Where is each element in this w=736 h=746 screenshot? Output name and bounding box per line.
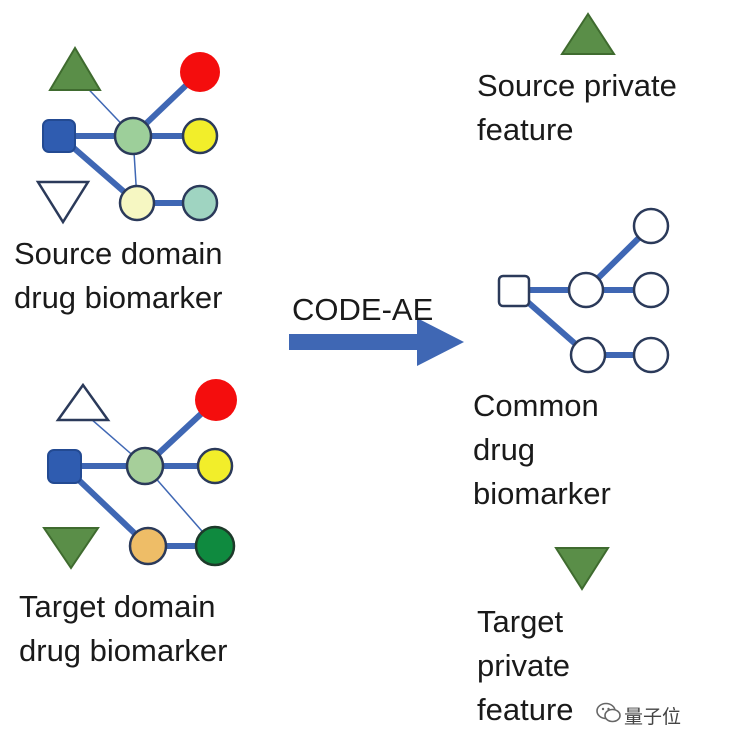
circle-node-outline (632, 336, 670, 374)
common-label: Common drug biomarker (473, 384, 611, 516)
target-domain-line2: drug biomarker (19, 633, 228, 668)
common-line3: biomarker (473, 476, 611, 511)
triangle-down-green-icon (42, 527, 100, 570)
circle-node-yellow (196, 447, 234, 485)
triangle-down-outline-icon (35, 180, 91, 225)
square-node-outline (497, 274, 531, 308)
square-node (47, 449, 82, 484)
circle-node-orange (128, 526, 168, 566)
circle-node-pale-yellow (118, 184, 156, 222)
target-private-label: Target private feature (477, 600, 574, 732)
circle-node-outline (632, 271, 670, 309)
circle-node-red (180, 52, 220, 92)
circle-node-outline (567, 271, 605, 309)
source-private-label: Source private feature (477, 64, 677, 152)
circle-node-dark-green (194, 525, 236, 567)
common-line1: Common (473, 388, 599, 423)
triangle-up-outline-icon (55, 382, 111, 422)
arrow-shaft (289, 334, 419, 350)
common-line2: drug (473, 432, 536, 467)
arrow-label: CODE-AE (292, 288, 433, 332)
target-domain-network (42, 379, 237, 570)
source-domain-line1: Source domain (14, 236, 223, 271)
target-domain-label: Target domain drug biomarker (19, 585, 227, 673)
source-domain-network (35, 46, 220, 225)
target-private-line3: feature (477, 692, 574, 727)
source-private-line1: Source private (477, 68, 677, 103)
common-drug-biomarker-network (497, 207, 670, 374)
source-domain-line2: drug biomarker (14, 280, 223, 315)
source-private-line2: feature (477, 112, 574, 147)
target-private-line1: Target (477, 604, 564, 639)
code-ae-arrow (289, 318, 464, 366)
circle-node-light-green (113, 116, 153, 156)
circle-node-outline (632, 207, 670, 245)
source-domain-label: Source domain drug biomarker (14, 232, 223, 320)
square-node (42, 119, 76, 153)
circle-node-teal (181, 184, 219, 222)
circle-node-light-green (125, 446, 165, 486)
circle-node-red (195, 379, 237, 421)
circle-node-outline (569, 336, 607, 374)
triangle-up-green-icon (48, 46, 102, 91)
target-domain-line1: Target domain (19, 589, 216, 624)
arrow-head-icon (417, 318, 464, 366)
source-private-triangle-icon (560, 12, 616, 55)
target-private-line2: private (477, 648, 571, 683)
watermark-text: 量子位 (624, 706, 682, 728)
circle-node-yellow (181, 117, 219, 155)
code-ae-text: CODE-AE (292, 292, 434, 327)
target-private-triangle-icon (554, 547, 610, 591)
wechat-logo-icon (596, 702, 621, 723)
